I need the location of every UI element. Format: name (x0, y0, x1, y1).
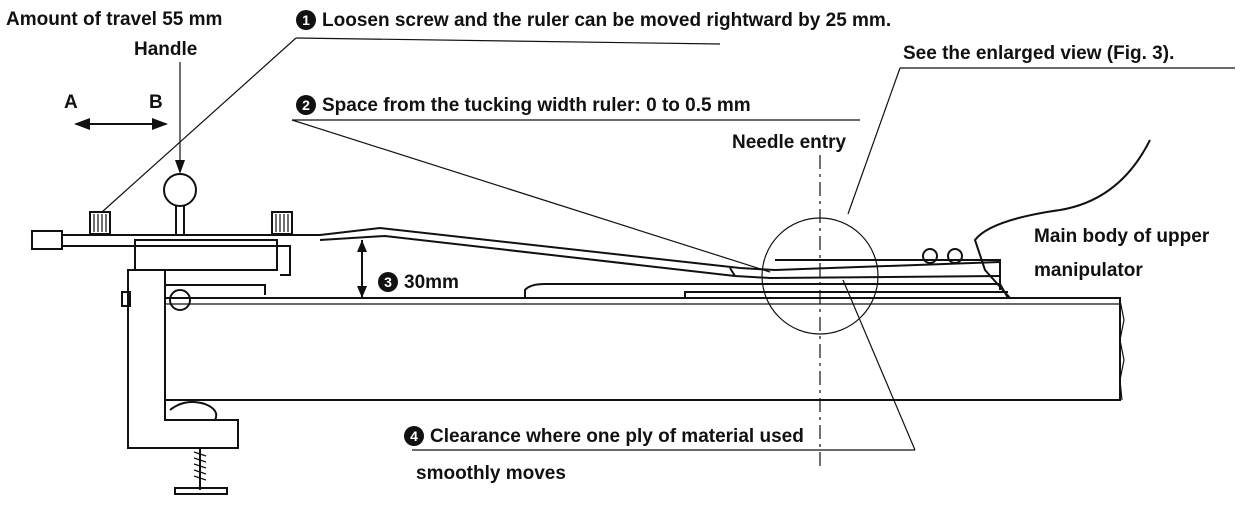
label-needle-entry: Needle entry (732, 132, 847, 153)
lower-plate (524, 283, 1009, 299)
screw-right (271, 211, 293, 235)
label-travel: Amount of travel 55 mm (6, 9, 223, 30)
label-handle: Handle (134, 39, 198, 60)
note-4-text: Clearance where one ply of material used (430, 426, 804, 447)
label-direction-b: B (149, 92, 163, 113)
label-main-body-line2: manipulator (1034, 260, 1143, 281)
note-1-text: Loosen screw and the ruler can be moved … (322, 10, 892, 31)
machine-bed (164, 297, 1121, 401)
note-2-text: Space from the tucking width ruler: 0 to… (322, 95, 751, 116)
note-4-line1: 4 Clearance where one ply of material use… (404, 426, 804, 446)
note-1: 1 Loosen screw and the ruler can be moved… (296, 10, 891, 30)
label-direction-a: A (64, 92, 78, 113)
note-3-number: 3 (378, 272, 398, 292)
ruler-rod-end (31, 230, 63, 250)
screw-left (89, 211, 111, 235)
tucking-ruler-top (319, 226, 1001, 272)
label-enlarged-view: See the enlarged view (Fig. 3). (903, 43, 1175, 64)
handle-knob (163, 173, 197, 207)
label-main-body-line1: Main body of upper (1034, 226, 1210, 247)
note-4-line2: smoothly moves (416, 463, 566, 484)
note-3: 3 30mm (378, 272, 459, 292)
clamp-bracket (127, 269, 239, 449)
note-4-number: 4 (404, 426, 424, 446)
note-2: 2 Space from the tucking width ruler: 0 t… (296, 95, 751, 115)
note-2-number: 2 (296, 95, 316, 115)
clamp-screw-handle (174, 487, 228, 495)
upper-manipulator-body (973, 139, 1151, 299)
note-3-text: 30mm (404, 272, 459, 293)
note-1-number: 1 (296, 10, 316, 30)
ruler-base (134, 239, 278, 271)
